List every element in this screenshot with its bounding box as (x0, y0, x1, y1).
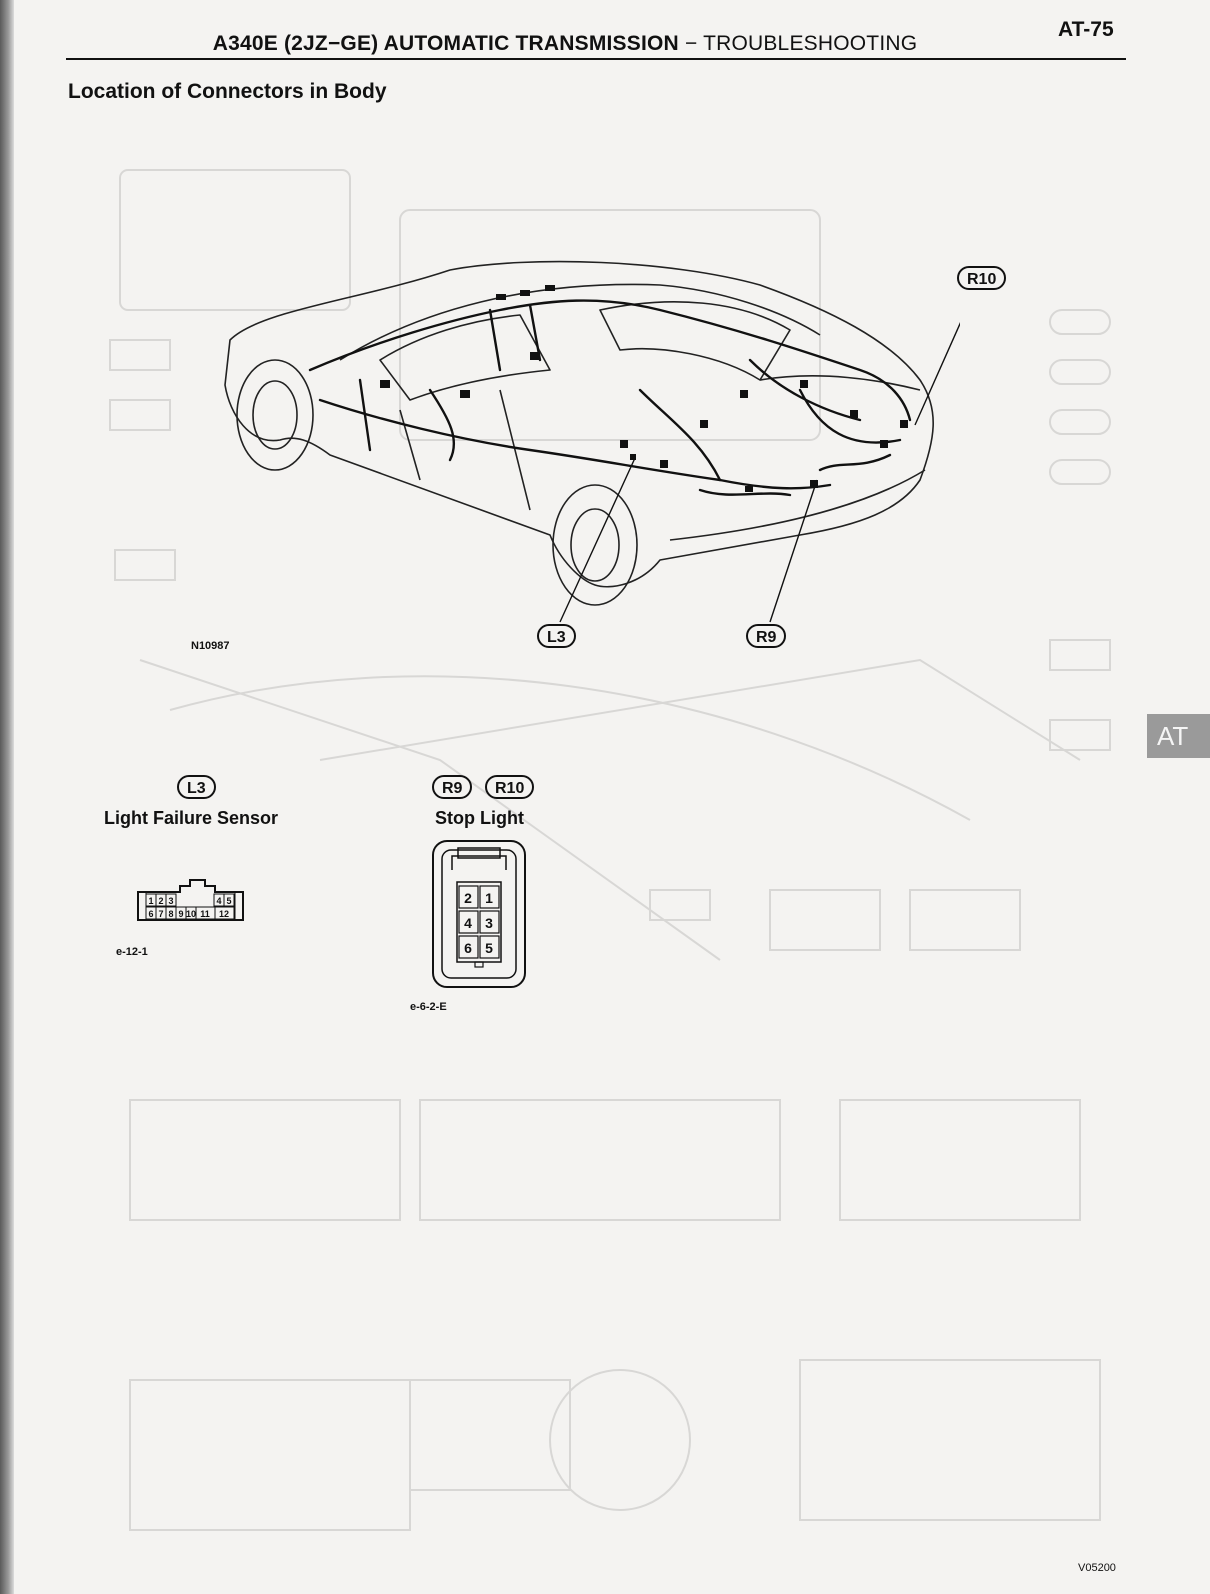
sl-pin-3: 3 (485, 915, 493, 931)
connector-code-r10: R10 (485, 775, 535, 799)
connector-code-l3: L3 (177, 775, 216, 799)
header-rule (66, 58, 1126, 60)
book-spine-shadow (0, 0, 14, 1594)
section-title: Location of Connectors in Body (68, 80, 387, 103)
lfs-pin-10: 10 (186, 909, 196, 919)
stop-light-connector: 2 1 4 3 6 5 (432, 840, 526, 988)
light-failure-sensor-label: Light Failure Sensor (104, 808, 279, 828)
figure-code: N10987 (191, 640, 230, 652)
sl-pin-2: 2 (464, 890, 472, 906)
rear-bumper (669, 469, 926, 541)
callout-l3: L3 (537, 624, 576, 648)
connector-code-r9: R9 (432, 775, 473, 799)
side-window (379, 314, 551, 401)
sl-pin-1: 1 (485, 890, 493, 906)
lfs-pin-2: 2 (158, 896, 163, 906)
header-title-separator: − (678, 32, 704, 55)
stop-light-ref: e-6-2-E (410, 1001, 447, 1013)
lfs-pin-6: 6 (148, 909, 153, 919)
callout-r9: R9 (746, 624, 787, 648)
car-wiring-diagram (224, 260, 960, 623)
page-number: AT-75 (1058, 18, 1114, 41)
lfs-pin-12: 12 (219, 909, 229, 919)
lfs-pin-3: 3 (168, 896, 173, 906)
footer-code: V05200 (1078, 1562, 1116, 1574)
leader-line-r10 (914, 322, 960, 426)
header-title: A340E (2JZ−GE) AUTOMATIC TRANSMISSION − … (0, 32, 1130, 56)
lfs-pin-1: 1 (148, 896, 153, 906)
bleed-through-background (109, 169, 1111, 1531)
door-line (399, 389, 531, 511)
leader-line-r9 (769, 479, 818, 623)
roof-line (339, 283, 821, 361)
leader-line-l3 (559, 457, 636, 623)
lfs-pin-7: 7 (158, 909, 163, 919)
lfs-pin-8: 8 (168, 909, 173, 919)
sl-pin-5: 5 (485, 940, 493, 956)
callout-r10: R10 (957, 266, 1007, 290)
rear-wheel (552, 484, 638, 606)
sl-pin-4: 4 (464, 915, 472, 931)
lfs-pin-5: 5 (226, 896, 231, 906)
lfs-pin-4: 4 (216, 896, 221, 906)
header-title-main: A340E (2JZ−GE) AUTOMATIC TRANSMISSION (212, 32, 679, 55)
car-body-outline (224, 260, 934, 588)
lfs-pin-11: 11 (200, 909, 210, 919)
light-failure-sensor-ref: e-12-1 (116, 946, 148, 958)
section-tab: AT (1147, 714, 1210, 758)
trunk-line (759, 375, 921, 391)
lfs-pin-9: 9 (178, 909, 183, 919)
sl-pin-6: 6 (464, 940, 472, 956)
light-failure-sensor-connector: 1 2 3 4 5 6 7 8 9 10 11 12 (137, 879, 244, 921)
rear-window (599, 301, 791, 381)
wire-harness-floor (318, 398, 832, 490)
wire-harness-main (308, 299, 912, 422)
stop-light-label: Stop Light (435, 808, 524, 828)
header-title-section: TROUBLESHOOTING (703, 32, 918, 55)
front-wheel (236, 359, 314, 471)
